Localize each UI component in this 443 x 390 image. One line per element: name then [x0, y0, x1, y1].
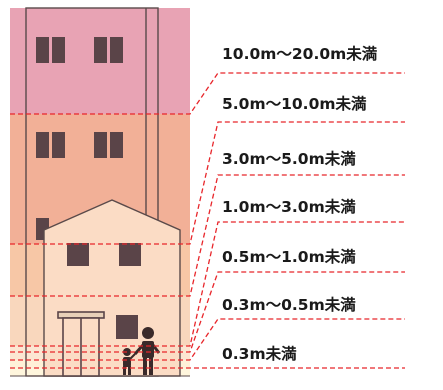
leader-line-0.5-1m — [10, 271, 405, 353]
leader-line-3-5m — [10, 174, 405, 297]
depth-label-0.5-1m: 0.5m～1.0m未満 — [222, 248, 356, 266]
house-windows — [67, 243, 141, 339]
depth-label-under-0.3m: 0.3m未満 — [222, 345, 297, 363]
depth-label-3-5m: 3.0m～5.0m未満 — [222, 150, 356, 168]
window — [94, 132, 123, 158]
leader-line-10-20m — [10, 72, 405, 115]
house-door — [57, 311, 105, 377]
leader-line-1-3m — [10, 221, 405, 347]
depth-label-0.3-0.5m: 0.3m～0.5m未満 — [222, 296, 356, 314]
building-windows — [36, 37, 123, 240]
leader-line-5-10m — [10, 121, 405, 245]
depth-leader-lines — [10, 72, 405, 369]
window — [94, 37, 123, 63]
window — [36, 37, 65, 63]
window — [36, 132, 65, 158]
depth-label-5-10m: 5.0m～10.0m未満 — [222, 95, 367, 113]
depth-label-10-20m: 10.0m～20.0m未満 — [222, 45, 378, 63]
depth-label-1-3m: 1.0m～3.0m未満 — [222, 198, 356, 216]
house — [43, 199, 181, 377]
leader-line-0.3-0.5m — [10, 318, 405, 361]
